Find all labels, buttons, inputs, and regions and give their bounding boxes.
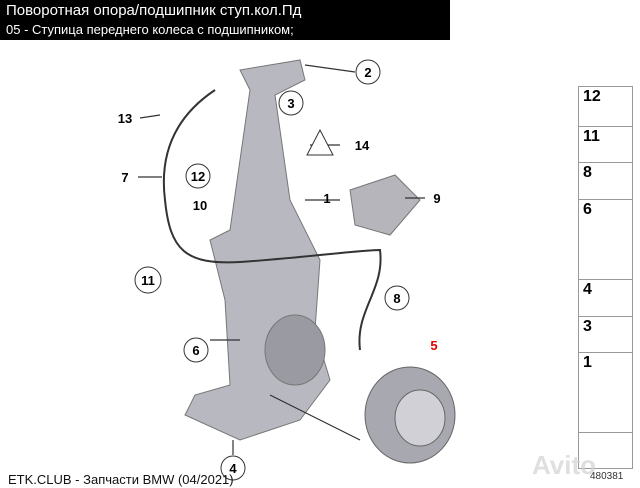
sidebar-part-6[interactable]: 6	[578, 199, 633, 280]
sidebar-part-1[interactable]: 1	[578, 352, 633, 433]
svg-text:8: 8	[393, 291, 400, 306]
callout-1[interactable]: 1	[323, 191, 330, 206]
sensor-cable	[162, 89, 382, 351]
callout-5[interactable]: 5	[430, 338, 437, 353]
callout-14[interactable]: 14	[306, 128, 370, 156]
callout-7[interactable]: 7	[121, 170, 128, 185]
callout-10[interactable]: 10	[193, 198, 207, 213]
callout-3[interactable]: 3	[278, 90, 304, 116]
callout-2[interactable]: 2	[355, 59, 381, 85]
wheel-hub	[364, 366, 456, 464]
header: Поворотная опора/подшипник ступ.кол.Пд 0…	[0, 0, 450, 40]
svg-text:4: 4	[229, 461, 237, 476]
sidebar-part-12[interactable]: 12	[578, 86, 633, 127]
svg-text:3: 3	[287, 96, 294, 111]
svg-text:14: 14	[355, 138, 370, 153]
svg-text:2: 2	[364, 65, 371, 80]
callout-12[interactable]: 12	[185, 163, 211, 189]
callout-9[interactable]: 9	[433, 191, 440, 206]
sidebar-arrow-icon[interactable]	[578, 432, 633, 469]
svg-text:6: 6	[192, 343, 199, 358]
callout-6[interactable]: 6	[183, 337, 209, 363]
sidebar-part-11[interactable]: 11	[578, 126, 633, 163]
sidebar-part-8[interactable]: 8	[578, 162, 633, 200]
svg-text:11: 11	[141, 273, 155, 288]
leader-lines	[138, 64, 425, 455]
bracket	[349, 174, 421, 236]
subtitle: 05 - Ступица переднего колеса с подшипни…	[6, 22, 294, 37]
callout-11[interactable]: 11	[134, 266, 162, 294]
steering-knuckle	[184, 59, 331, 441]
callout-8[interactable]: 8	[384, 285, 410, 311]
footer: ETK.CLUB - Запчасти BMW (04/2021)	[8, 472, 234, 487]
sidebar-part-3[interactable]: 3	[578, 316, 633, 353]
svg-text:12: 12	[191, 169, 205, 184]
title: Поворотная опора/подшипник ступ.кол.Пд	[6, 2, 302, 19]
diagram-code: 480381	[590, 471, 624, 482]
watermark: Avito	[532, 450, 597, 480]
sidebar-part-4[interactable]: 4	[578, 279, 633, 317]
callout-4[interactable]: 4	[220, 455, 246, 481]
callout-13[interactable]: 13	[118, 111, 132, 126]
